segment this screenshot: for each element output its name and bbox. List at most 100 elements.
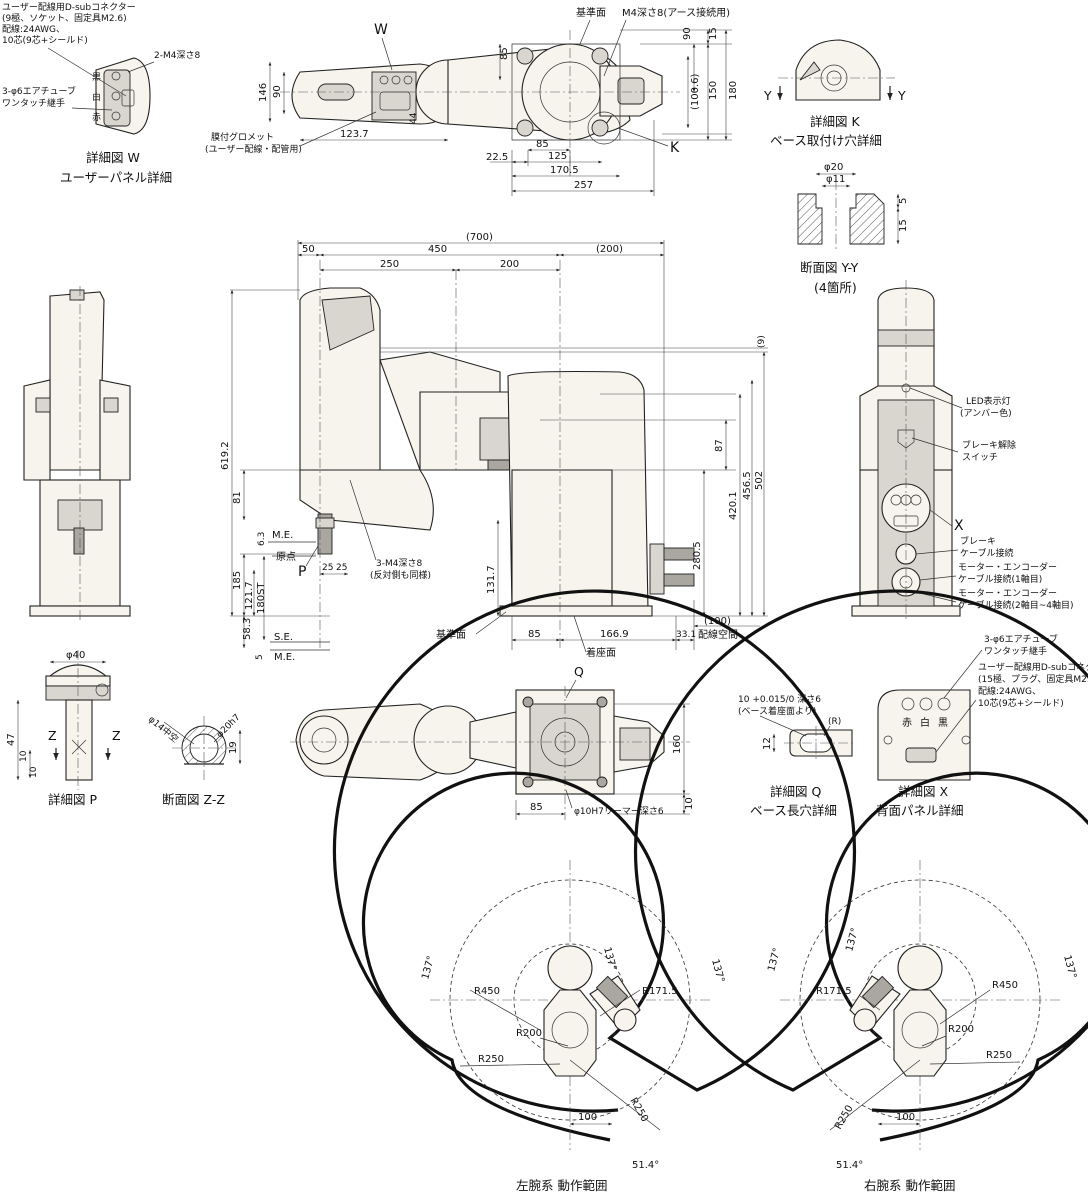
bottom-view: 160 10 85 Q φ10H7リーマー深さ6	[290, 664, 695, 820]
view-x-label: X	[954, 518, 964, 534]
dim-180st: 180ST	[256, 582, 267, 614]
grommet-note-1: 膜付グロメット	[211, 131, 274, 143]
range-right-a51-4: 51.4°	[836, 1160, 863, 1171]
section-zz-title: 断面図 Z-Z	[162, 792, 225, 807]
dim-166-9: 166.9	[600, 629, 629, 640]
dim-200-paren: (200)	[596, 244, 623, 255]
brake-cable-label-2: ケーブル接続	[960, 547, 1013, 559]
dim-15-right: 15	[708, 27, 719, 40]
dim-700: (700)	[466, 232, 493, 243]
dim-6-3: 6.3	[257, 532, 267, 546]
detail-w-connector-note-3: 配線:24AWG、	[2, 23, 65, 35]
detail-p-d47: 47	[6, 733, 17, 746]
detail-k-title: 詳細図 K	[810, 114, 860, 129]
range-right-r250-rot: R250	[833, 1103, 856, 1131]
detail-p-d10b: 10	[29, 766, 39, 778]
detail-x-tube-note-2: ワンタッチ継手	[984, 645, 1047, 657]
detail-x-connector-note-1: ユーザー配線用D-subコネクター	[978, 661, 1088, 673]
dim-146: 146	[258, 83, 269, 102]
dim-85-top: 85	[536, 139, 549, 150]
detail-k-y-right: Y	[897, 88, 906, 103]
top-view: 146 90 44 123.7 膜付グロメット (ユーザー配線・配管用) 85 …	[205, 6, 739, 196]
brake-release-label-1: ブレーキ解除	[962, 439, 1016, 451]
detail-q-tolerance: 10 +0.015/0 深さ6	[738, 694, 821, 705]
section-yy: φ20 φ11 5 15 断面図 Y-Y (4箇所)	[797, 162, 909, 295]
rear-view: LED表示灯 (アンバー色) ブレーキ解除 スイッチ X ブレーキ ケーブル接続…	[851, 280, 1073, 620]
dim-90: 90	[272, 85, 283, 98]
bottom-view-d160: 160	[672, 735, 683, 754]
dim-123-7: 123.7	[340, 129, 369, 140]
detail-x-connector-note-2: (15極、プラグ、固定具M2.6)	[978, 673, 1088, 685]
section-yy-d11: φ11	[826, 174, 845, 185]
dim-502: 502	[754, 471, 765, 490]
detail-q-d12: 12	[762, 737, 773, 750]
dim-170-5: 170.5	[550, 165, 579, 176]
section-zz: φ14中空 φ20h7 19 断面図 Z-Z	[146, 713, 242, 807]
range-right-r450: R450	[992, 980, 1018, 991]
detail-w-subtitle: ユーザーパネル詳細	[60, 170, 172, 185]
dim-9: (9)	[757, 335, 767, 348]
range-left-r200: R200	[516, 1028, 542, 1039]
ref-plane-top: 基準面	[576, 6, 606, 19]
range-right: 137° 137° 137° R450 R171.5 R200 R250 R25…	[633, 589, 1088, 1193]
dim-280-5: 280.5	[692, 541, 703, 570]
range-right-d100: 100	[896, 1112, 915, 1123]
detail-w-connector-note-1: ユーザー配線用D-subコネクター	[2, 1, 136, 13]
range-right-r250: R250	[986, 1050, 1012, 1061]
detail-x: 赤 白 黒 3-φ6エアチューブ ワンタッチ継手 ユーザー配線用D-subコネク…	[876, 633, 1088, 818]
dim-5: 5	[255, 654, 265, 660]
seat-plane-label: 着座面	[586, 646, 616, 659]
detail-w-tube-note-2: ワンタッチ継手	[2, 97, 65, 109]
view-p-label: P	[298, 564, 306, 580]
wiring-space-label: 配線空間	[698, 628, 738, 641]
dim-90-right: 90	[682, 27, 693, 40]
dim-150: 150	[708, 81, 719, 100]
detail-q-subtitle: ベース長穴詳細	[750, 803, 837, 818]
brake-cable-label-1: ブレーキ	[960, 535, 996, 547]
dim-200: 200	[500, 259, 519, 270]
origin-label: 原点	[276, 551, 296, 563]
detail-q-r: (R)	[828, 717, 841, 727]
section-yy-d5: 5	[898, 198, 909, 204]
detail-p-d40: φ40	[66, 650, 85, 661]
bottom-view-d10: 10	[684, 797, 695, 810]
detail-w-color-white: 白	[92, 91, 101, 103]
detail-x-connector-note-3: 配線:24AWG、	[978, 685, 1041, 697]
side-view: (700) 50 450 (200) 250 200 619.2 81 185 …	[220, 232, 768, 663]
range-right-r171-5: R171.5	[816, 986, 852, 997]
motor2-label-1: モーター・エンコーダー	[958, 587, 1057, 599]
dim-257: 257	[574, 180, 593, 191]
motor1-label-2: ケーブル接続(1軸目)	[958, 573, 1042, 585]
dim-50: 50	[302, 244, 315, 255]
range-left: 137° 137° 137° R450 R171.5 R200 R250 R25…	[332, 589, 857, 1193]
detail-w-connector-note-4: 10芯(9芯+シールド)	[2, 34, 88, 46]
m4-earth-note: M4深さ8(アース接続用)	[622, 6, 730, 19]
front-view	[23, 286, 131, 620]
dim-619-2: 619.2	[220, 441, 231, 470]
bottom-view-d85: 85	[530, 802, 543, 813]
detail-w-m4-note: 2-M4深さ8	[154, 50, 200, 61]
detail-w-connector-note-2: (9極、ソケット、固定具M2.6)	[2, 12, 127, 24]
led-label-2: (アンバー色)	[960, 407, 1012, 419]
m4-side-note-2: (反対側も同様)	[370, 569, 431, 581]
range-right-137-inner: 137°	[844, 927, 861, 953]
range-right-title: 右腕系 動作範囲	[864, 1178, 955, 1193]
detail-p: φ40 47 10 10 Z Z 詳細図 P	[6, 650, 121, 807]
dim-44: 44	[409, 112, 419, 124]
section-zz-d19: 19	[228, 741, 239, 754]
dim-420-1: 420.1	[728, 491, 739, 520]
dim-85-side: 85	[528, 629, 541, 640]
range-right-137-left: 137°	[766, 947, 783, 973]
detail-w-color-red: 赤	[92, 112, 101, 123]
dim-131-7: 131.7	[486, 565, 497, 594]
section-yy-title: 断面図 Y-Y	[800, 260, 859, 275]
detail-k-subtitle: ベース取付け穴詳細	[770, 133, 882, 148]
dim-87: 87	[714, 439, 725, 452]
range-left-r250: R250	[478, 1054, 504, 1065]
me-bottom-label: M.E.	[274, 652, 295, 663]
dim-125: 125	[548, 151, 567, 162]
range-left-137-left: 137°	[420, 955, 437, 981]
dim-180: 180	[728, 81, 739, 100]
detail-q-title: 詳細図 Q	[770, 784, 821, 799]
